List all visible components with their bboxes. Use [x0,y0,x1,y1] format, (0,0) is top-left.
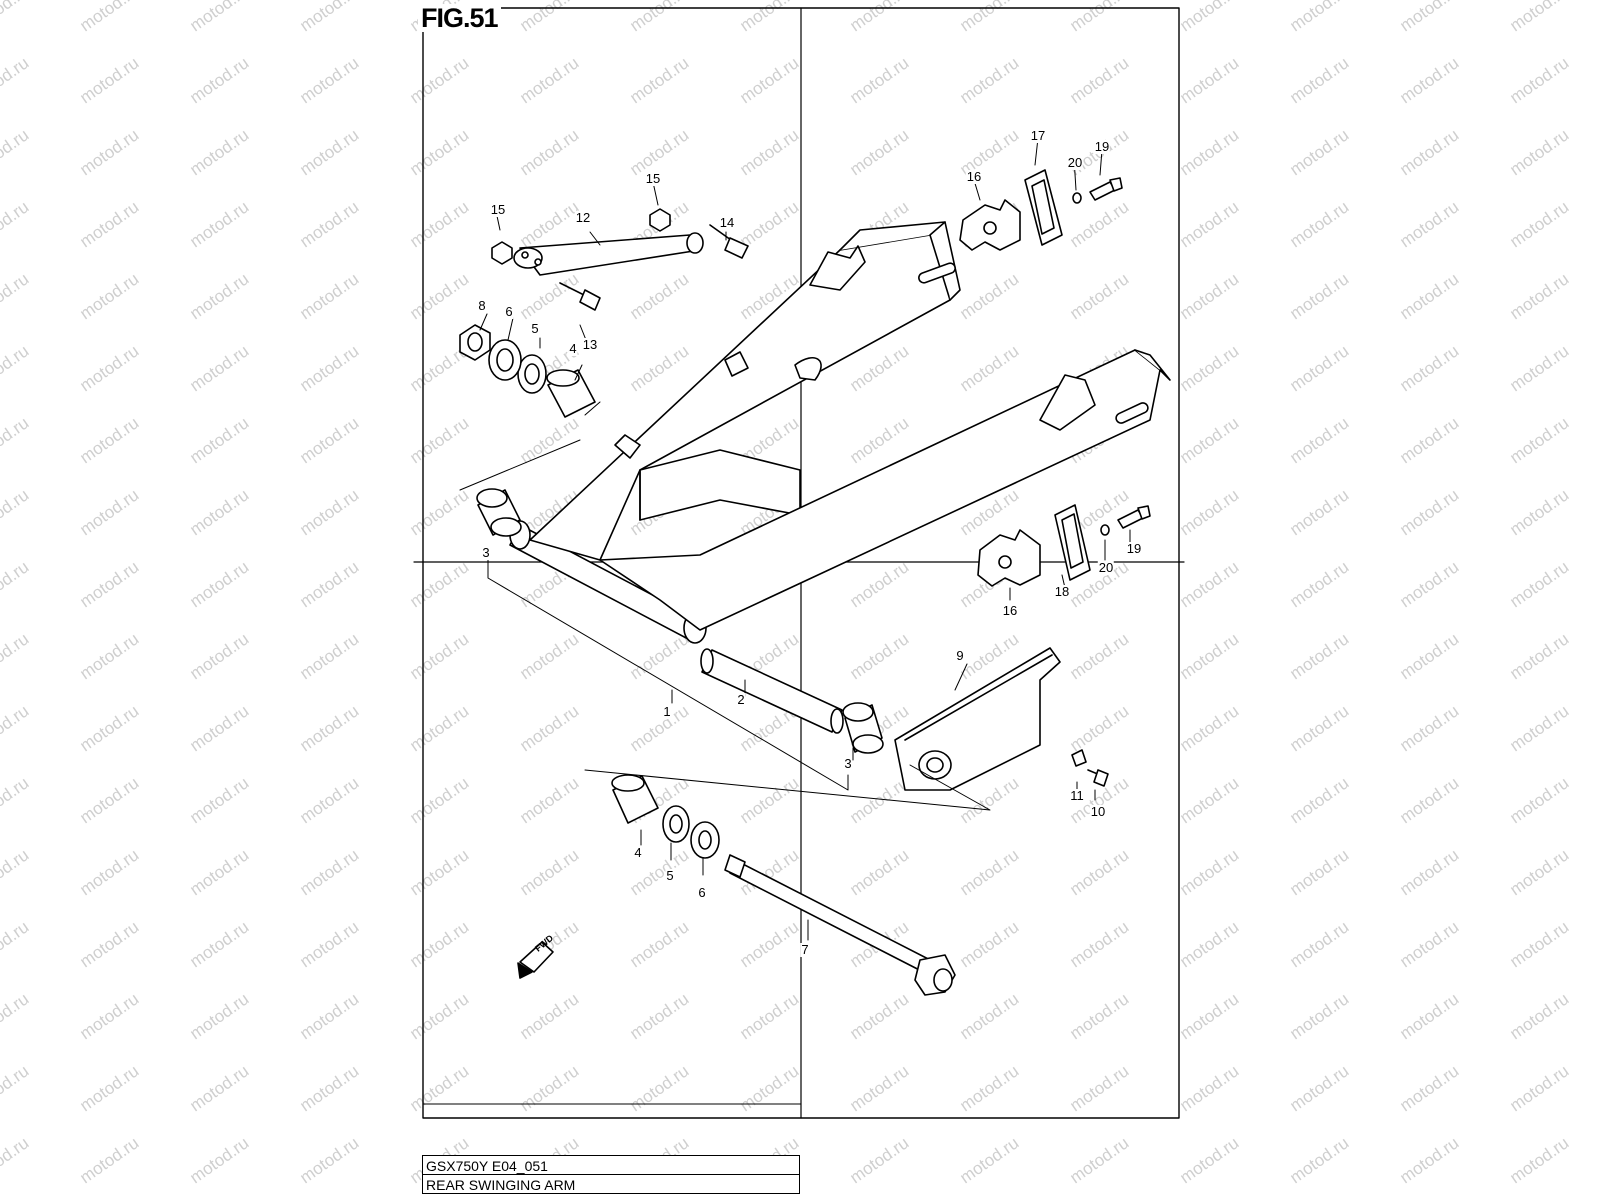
chain-plate-lower [1054,504,1091,581]
callout-16-lower: 16 [1001,603,1019,618]
washer-20-upper [1072,192,1082,204]
bearing-left [476,488,522,537]
callout-17: 17 [1029,128,1047,143]
spacer [700,648,844,734]
callout-9: 9 [955,648,965,663]
callout-3-left: 3 [481,545,491,560]
caption-part-name: REAR SWINGING ARM [422,1174,800,1194]
bearing-right [842,702,884,754]
chain-case [894,647,1061,791]
washer-20-lower [1100,524,1110,536]
fwd-arrow [517,941,554,979]
callout-19-lower: 19 [1125,541,1143,556]
callout-14: 14 [718,215,736,230]
callout-19-upper: 19 [1093,139,1111,154]
callout-16-upper: 16 [965,169,983,184]
nut-upper [459,324,491,361]
callout-8: 8 [477,298,487,313]
adjuster-upper [959,199,1021,251]
callout-11: 11 [1069,788,1085,803]
seal-upper [488,339,522,381]
callout-2: 2 [736,692,746,707]
adjuster-lower [977,529,1041,587]
callout-10: 10 [1089,804,1107,819]
callout-13: 13 [581,337,599,352]
callout-4-upper: 4 [568,341,578,356]
bolt-14 [709,224,749,259]
pivot-shaft [724,854,956,996]
swingarm [509,221,1171,644]
callout-18: 18 [1053,584,1071,599]
collar-lower [611,774,659,824]
bolt-13 [559,282,601,311]
callout-12: 12 [574,210,592,225]
callout-6-upper: 6 [504,304,514,319]
nut-15-left [491,241,513,265]
callout-1: 1 [662,704,672,719]
callout-20-lower: 20 [1097,560,1115,575]
bolt-19-lower [1117,505,1151,529]
callout-5-upper: 5 [530,321,540,336]
bolt-10 [1087,769,1109,787]
callout-15-right: 15 [644,171,662,186]
figure-title: FIG.51 [418,4,501,32]
callout-7: 7 [800,942,810,957]
torque-link [513,232,704,276]
callout-6-lower: 6 [697,885,707,900]
chain-plate-upper [1024,169,1063,246]
seal-lower [690,821,720,859]
washer-lower [662,805,690,843]
callout-4-lower: 4 [633,845,643,860]
callout-15-left: 15 [489,202,507,217]
callout-5-lower: 5 [665,868,675,883]
callout-20-upper: 20 [1066,155,1084,170]
callout-3-right: 3 [843,756,853,771]
caption-model-code: GSX750Y E04_051 [422,1155,800,1175]
bolt-19-upper [1089,177,1123,201]
collar-11 [1071,749,1087,767]
collar-upper [546,369,596,418]
washer-upper [517,354,547,394]
nut-15-right [649,208,671,232]
